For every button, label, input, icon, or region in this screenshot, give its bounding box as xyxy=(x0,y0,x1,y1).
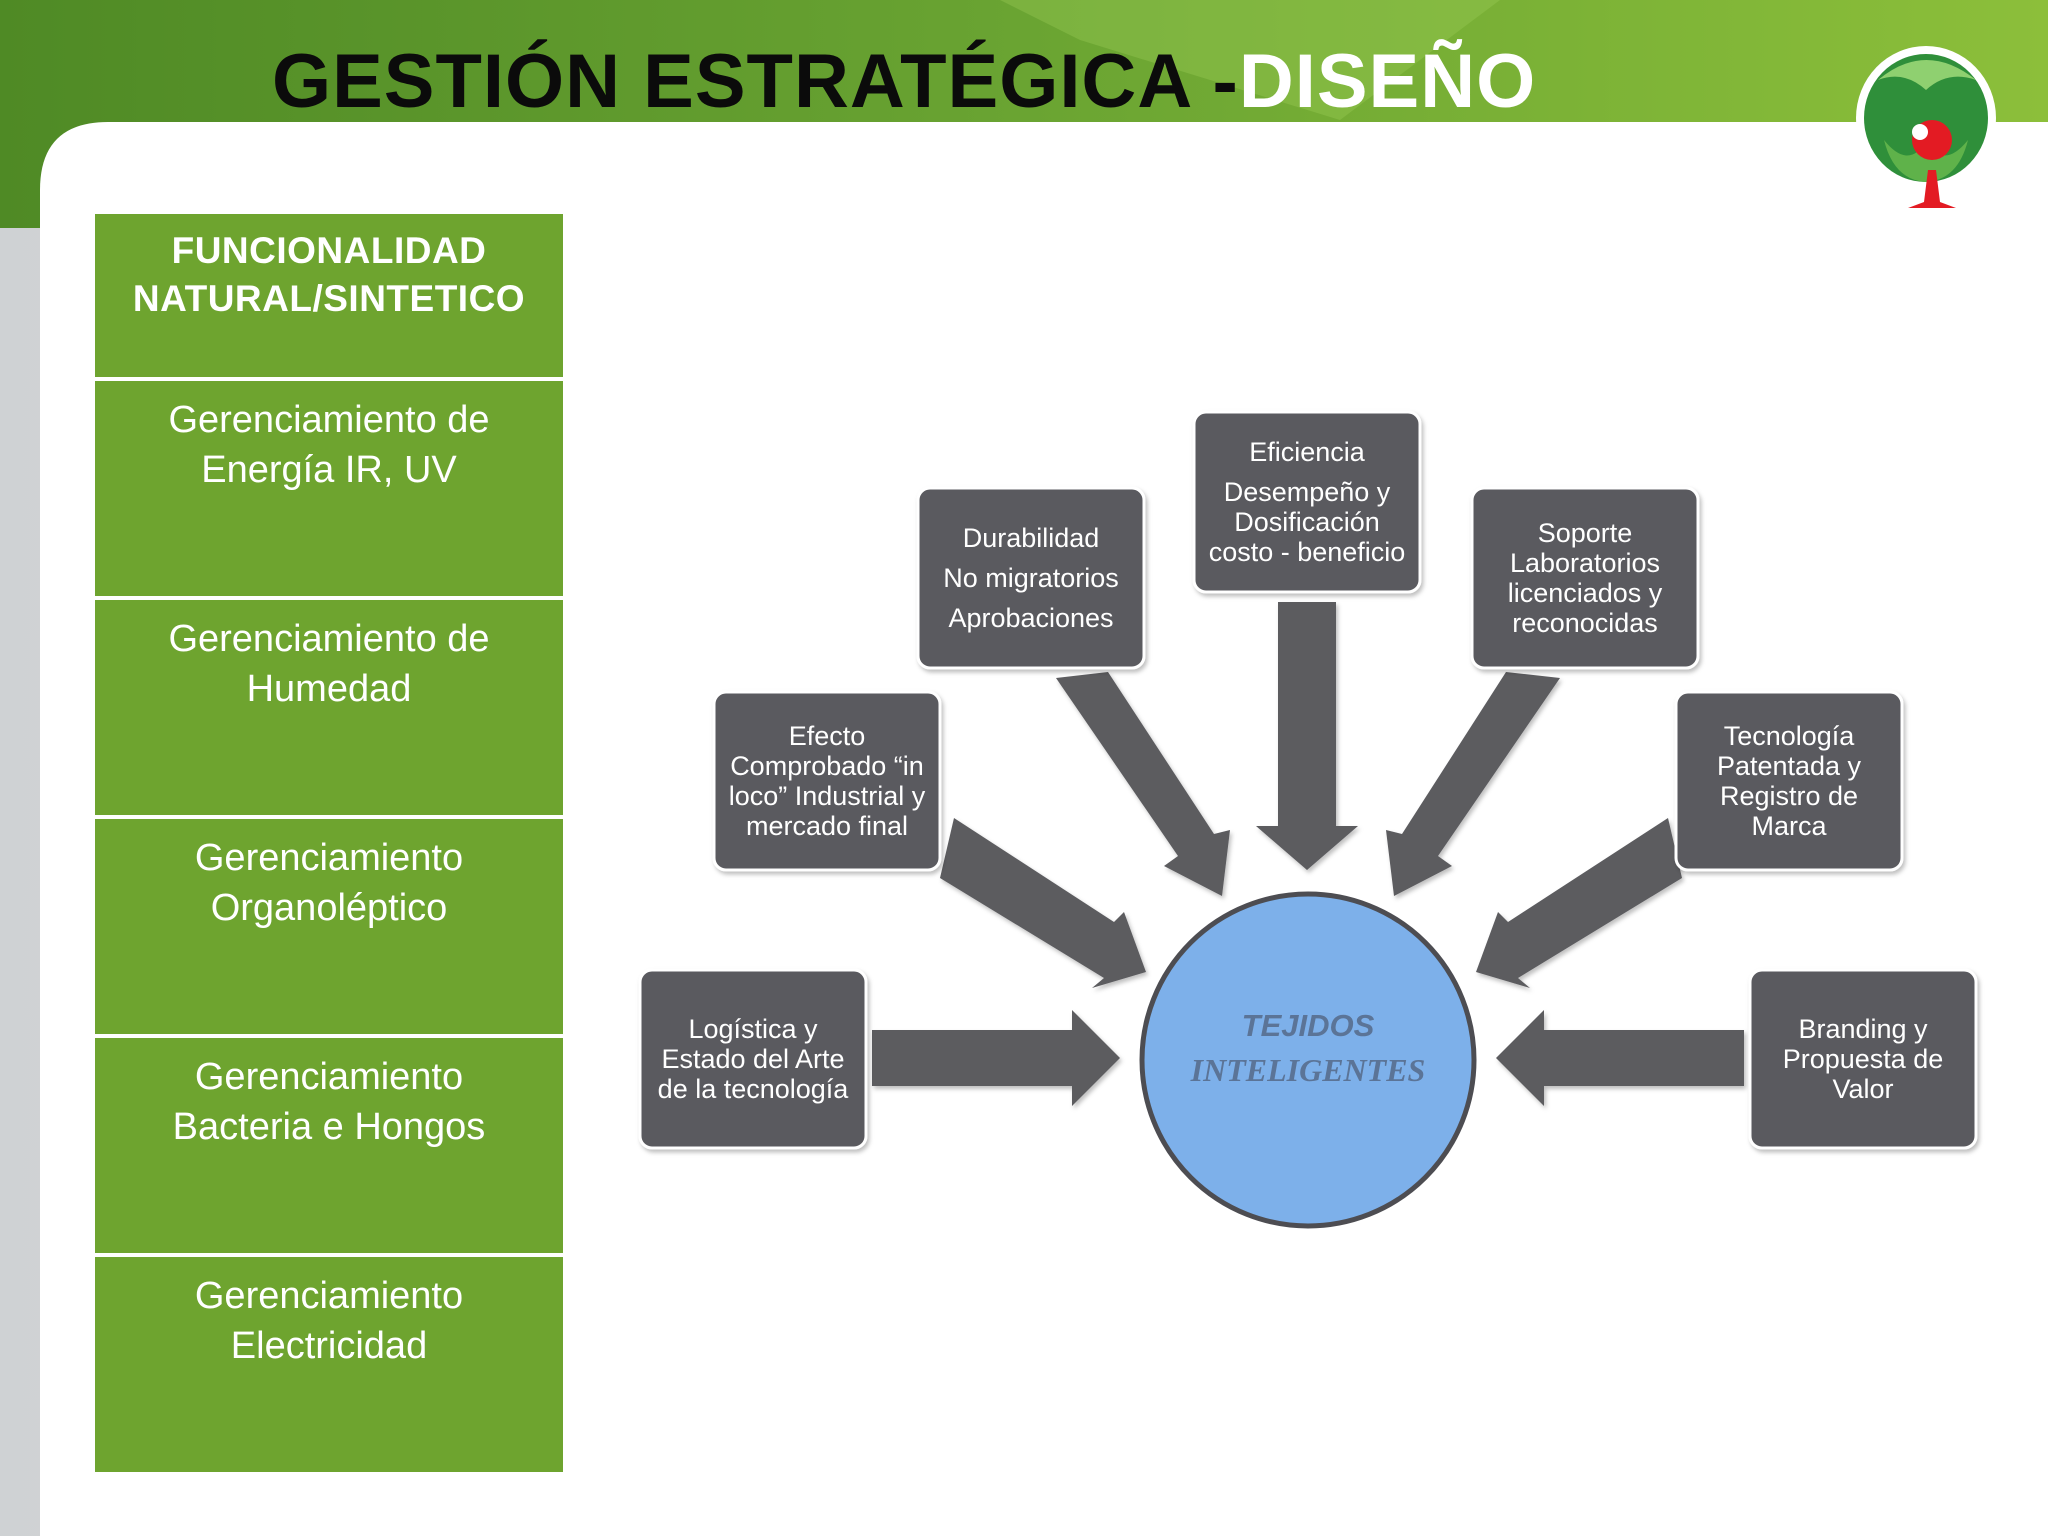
functionality-item-electricidad: Gerenciamiento Electricidad xyxy=(95,1257,563,1472)
item-line-2: Electricidad xyxy=(230,1325,428,1367)
arrow-from-soporte xyxy=(1386,672,1560,896)
box-efecto xyxy=(712,690,942,872)
text-branding: Branding y Propuesta de Valor xyxy=(1782,1014,1944,1104)
header-line-2: NATURAL/SINTETICO xyxy=(132,278,526,319)
box-durabilidad xyxy=(916,486,1146,670)
text-efecto: Efecto Comprobado “in loco” Industrial y… xyxy=(728,721,926,841)
title-part-highlight: DISEÑO xyxy=(1238,39,1537,124)
text-eficiencia: Eficiencia Desempeño y Dosificación cost… xyxy=(1208,437,1406,567)
functionality-item-organoleptico: Gerenciamiento Organoléptico xyxy=(95,819,563,1034)
header-line-1: FUNCIONALIDAD xyxy=(171,230,487,271)
functionality-item-humedad: Gerenciamiento de Humedad xyxy=(95,600,563,815)
item-line-1: Gerenciamiento de xyxy=(168,399,490,441)
box-branding xyxy=(1748,968,1978,1150)
arrow-from-eficiencia xyxy=(1256,602,1358,870)
box-eficiencia xyxy=(1192,410,1422,594)
arrow-from-efecto xyxy=(940,818,1146,988)
center-label-line-1: TEJIDOS xyxy=(1241,1008,1375,1043)
text-logistica: Logística y Estado del Arte de la tecnol… xyxy=(657,1014,849,1104)
page-title: GESTIÓN ESTRATÉGICA -DISEÑO xyxy=(272,36,1536,128)
item-line-1: Gerenciamiento xyxy=(194,1056,464,1098)
text-soporte: Soporte Laboratorios licenciados y recon… xyxy=(1507,518,1663,638)
functionality-header: FUNCIONALIDAD NATURAL/SINTETICO xyxy=(95,214,563,377)
arrow-from-tecnologia xyxy=(1476,818,1682,988)
item-line-2: Bacteria e Hongos xyxy=(172,1106,486,1148)
functionality-item-bacteria: Gerenciamiento Bacteria e Hongos xyxy=(95,1038,563,1253)
brand-logo-icon xyxy=(1856,46,1996,208)
item-line-1: Gerenciamiento xyxy=(194,1275,464,1317)
item-line-2: Humedad xyxy=(246,668,412,710)
arrow-from-logistica xyxy=(872,1010,1120,1106)
text-tecnologia: Tecnología Patentada y Registro de Marca xyxy=(1716,721,1862,841)
item-line-1: Gerenciamiento xyxy=(194,837,464,879)
functionality-column: FUNCIONALIDAD NATURAL/SINTETICO Gerencia… xyxy=(95,214,563,1472)
center-label-line-2: INTELIGENTES xyxy=(1190,1052,1426,1088)
center-label: TEJIDOS INTELIGENTES xyxy=(1142,1004,1474,1092)
arrow-from-durabilidad xyxy=(1056,672,1230,896)
center-circle xyxy=(1139,891,1477,1229)
title-part-main: GESTIÓN ESTRATÉGICA - xyxy=(272,39,1239,124)
text-durabilidad: Durabilidad No migratorios Aprobaciones xyxy=(943,523,1119,633)
box-tecnologia xyxy=(1674,690,1904,872)
box-logistica xyxy=(638,968,868,1150)
arrow-from-branding xyxy=(1496,1010,1744,1106)
item-line-2: Organoléptico xyxy=(210,887,448,929)
item-line-2: Energía IR, UV xyxy=(201,449,457,491)
item-line-1: Gerenciamiento de xyxy=(168,618,490,660)
box-soporte xyxy=(1470,486,1700,670)
functionality-item-energia: Gerenciamiento de Energía IR, UV xyxy=(95,381,563,596)
